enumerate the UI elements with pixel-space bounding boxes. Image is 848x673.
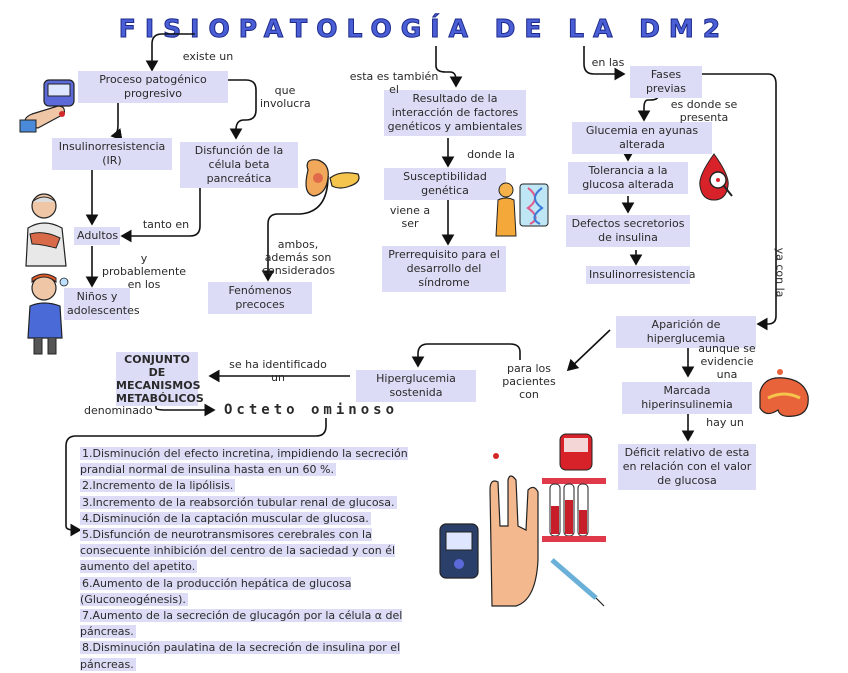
connector-lines bbox=[65, 33, 777, 537]
child-illustration bbox=[27, 273, 69, 355]
tolerancia-glucosa-node: Tolerancia a la glucosa alterada bbox=[568, 162, 688, 194]
marcada-hiperinsulinemia-node: Marcada hiperinsulinemia bbox=[622, 382, 752, 414]
conjunto-mecanismos-node: CONJUNTO DE MECANISMOS METABÓLICOS bbox=[116, 352, 204, 406]
blood-drop-illustration bbox=[699, 153, 733, 201]
page-title: FISIOPATOLOGÍA DE LA DM2 bbox=[118, 14, 730, 44]
connector-para-los: para los pacientes con bbox=[502, 362, 556, 401]
genetics-person-illustration bbox=[495, 182, 549, 237]
connector-esta-es-tambien: esta es también el bbox=[349, 70, 439, 96]
defectos-secretorios-node: Defectos secretorios de insulina bbox=[566, 215, 690, 247]
blood-test-illustration bbox=[439, 433, 606, 607]
connector-es-donde: es donde se presenta bbox=[670, 98, 738, 124]
connector-ya-con-la: ya con la bbox=[773, 247, 787, 298]
disfuncion-beta-node: Disfunción de la célula beta pancreática bbox=[180, 142, 298, 188]
mechanisms-list: 1.Disminución del efecto incretina, impi… bbox=[80, 446, 426, 673]
mechanism-item: 6.Aumento de la producción hepática de g… bbox=[80, 576, 352, 606]
connector-donde-la: donde la bbox=[467, 148, 515, 161]
connector-se-ha-identificado: se ha identificado un bbox=[229, 358, 327, 384]
connector-denominado: denominado bbox=[84, 404, 153, 417]
aparicion-hiperglucemia-node: Aparición de hiperglucemia bbox=[616, 316, 756, 348]
resultado-interaccion-node: Resultado de la interacción de factores … bbox=[384, 90, 526, 136]
connector-existe-un: existe un bbox=[182, 50, 234, 63]
connector-ambos: ambos, además son considerados bbox=[262, 238, 335, 277]
hiperglucemia-sostenida-node: Hiperglucemia sostenida bbox=[356, 370, 476, 402]
prerrequisito-node: Prerrequisito para el desarrollo del sín… bbox=[382, 246, 506, 292]
adultos-node: Adultos bbox=[74, 227, 120, 245]
susceptibilidad-genetica-node: Susceptibilidad genética bbox=[384, 168, 506, 200]
connector-viene-a-ser: viene a ser bbox=[389, 204, 431, 230]
connector-hay-un: hay un bbox=[706, 416, 744, 429]
connector-en-las: en las bbox=[591, 56, 625, 69]
connector-aunque: aunque se evidencie una bbox=[698, 342, 756, 381]
proceso-patogenico-node: Proceso patogénico progresivo bbox=[78, 71, 228, 103]
mechanism-item: 7.Aumento de la secreción de glucagón po… bbox=[80, 609, 403, 639]
fases-previas-node: Fases previas bbox=[630, 66, 702, 98]
mechanism-item: 3.Incremento de la reabsorción tubular r… bbox=[80, 495, 397, 509]
glucometer-hand-illustration bbox=[19, 79, 75, 133]
mechanism-item: 2.Incremento de la lipólisis. bbox=[80, 479, 236, 493]
ninos-adolescentes-node: Niños y adolescentes bbox=[64, 288, 140, 320]
connector-que-involucra: que involucra bbox=[260, 84, 311, 110]
adult-man-illustration bbox=[25, 193, 67, 267]
connector-tanto-en: tanto en bbox=[142, 218, 190, 231]
mechanism-item: 8.Disminución paulatina de la secreción … bbox=[80, 641, 401, 671]
pancreas-illustration bbox=[759, 369, 809, 417]
mechanism-item: 1.Disminución del efecto incretina, impi… bbox=[80, 447, 408, 477]
connector-y-probablemente: y probablemente en los bbox=[102, 252, 187, 291]
pancreas-kidney-illustration bbox=[305, 159, 360, 197]
fenomenos-precoces-node: Fenómenos precoces bbox=[208, 282, 312, 314]
insulinorresistencia-node: Insulinorresistencia bbox=[586, 266, 696, 284]
insulinorresistencia-ir-node: Insulinorresistencia (IR) bbox=[52, 138, 172, 170]
octeto-ominoso-node: Octeto ominoso bbox=[224, 402, 399, 418]
glucemia-ayunas-node: Glucemia en ayunas alterada bbox=[572, 122, 712, 154]
deficit-relativo-node: Déficit relativo de esta en relación con… bbox=[618, 444, 756, 490]
mechanism-item: 5.Disfunción de neurotransmisores cerebr… bbox=[80, 528, 396, 574]
mechanism-item: 4.Disminución de la captación muscular d… bbox=[80, 511, 371, 525]
